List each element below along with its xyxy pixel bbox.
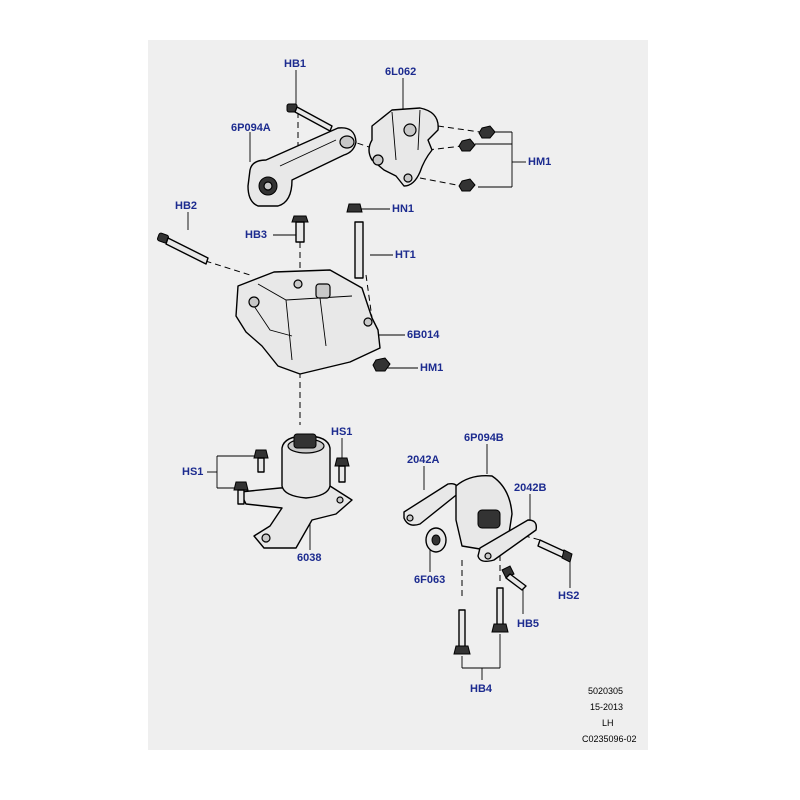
label-hn1[interactable]: HN1 [392, 203, 415, 215]
label-hs2[interactable]: HS2 [558, 590, 580, 602]
bolts-hs1 [233, 449, 350, 505]
bolt-hs2 [537, 539, 573, 563]
mount-6038 [239, 433, 353, 549]
reference-figure-id: C0235096-02 [582, 734, 637, 744]
nut-hm1-mid [372, 357, 391, 372]
label-hs1-left[interactable]: HS1 [182, 466, 204, 478]
stud-ht1 [354, 221, 364, 279]
bolt-hb5 [501, 565, 527, 591]
reference-side: LH [602, 718, 614, 728]
label-6f063[interactable]: 6F063 [414, 574, 446, 586]
label-hb5[interactable]: HB5 [517, 618, 540, 630]
bolt-hb3 [291, 215, 309, 243]
label-hs1-right[interactable]: HS1 [331, 426, 353, 438]
label-2042a[interactable]: 2042A [407, 454, 440, 466]
bracket-6l062 [368, 107, 439, 187]
label-hb1[interactable]: HB1 [284, 58, 307, 70]
label-hm1-top[interactable]: HM1 [528, 156, 552, 168]
label-6p094b[interactable]: 6P094B [464, 432, 504, 444]
bolts-hb4 [453, 587, 509, 655]
label-6l062[interactable]: 6L062 [385, 66, 417, 78]
label-6038[interactable]: 6038 [297, 552, 322, 564]
reference-code: 5020305 [588, 686, 624, 696]
label-2042b[interactable]: 2042B [514, 482, 547, 494]
label-hb2[interactable]: HB2 [175, 200, 198, 212]
reference-date: 15-2013 [590, 702, 624, 712]
label-ht1[interactable]: HT1 [395, 249, 416, 261]
label-hb4[interactable]: HB4 [470, 683, 493, 695]
label-hb3[interactable]: HB3 [245, 229, 268, 241]
label-hm1-mid[interactable]: HM1 [420, 362, 444, 374]
torque-rod-6p094a [247, 127, 357, 207]
mount-6p094b-assembly [403, 475, 538, 563]
nuts-hm1-top [458, 125, 496, 192]
leader-lines [187, 70, 571, 680]
bolt-hb2 [156, 232, 209, 265]
bracket-6b014 [235, 269, 381, 375]
label-6p094a[interactable]: 6P094A [231, 122, 271, 134]
bolt-hb1 [286, 103, 333, 132]
nut-hn1 [346, 203, 363, 213]
label-6b014[interactable]: 6B014 [407, 329, 440, 341]
